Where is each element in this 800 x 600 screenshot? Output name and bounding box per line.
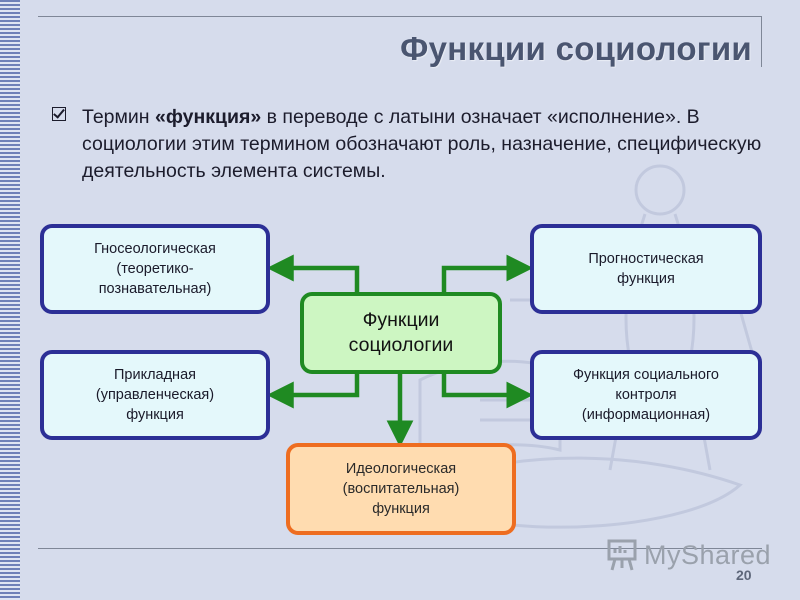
node-top-left: Гносеологическая (теоретико- познаватель…: [40, 224, 270, 314]
node-top-right: Прогностическая функция: [530, 224, 762, 314]
checkbox-bullet-icon: [52, 107, 66, 121]
presentation-board-icon: [607, 539, 637, 571]
node-bottom: Идеологическая (воспитательная) функция: [286, 443, 516, 535]
page-number: 20: [736, 567, 752, 583]
node-mid-left: Прикладная (управленческая) функция: [40, 350, 270, 440]
logo-text: MyShared: [644, 539, 772, 570]
arrow-to-mid-left: [266, 372, 360, 409]
bottom-rule: [38, 548, 762, 549]
top-rule: [38, 16, 762, 17]
intro-term: «функция»: [155, 106, 262, 128]
arrow-to-mid-right: [441, 372, 534, 409]
title-vertical-rule: [761, 17, 762, 67]
intro-paragraph: Термин «функция» в переводе с латыни озн…: [52, 104, 772, 185]
intro-text: Термин «функция» в переводе с латыни озн…: [52, 104, 772, 185]
arrow-to-top-left: [266, 254, 360, 294]
node-mid-right: Функция социального контроля (информацио…: [530, 350, 762, 440]
arrow-to-top-right: [441, 254, 534, 294]
slide-title: Функции социологии: [400, 30, 752, 67]
intro-prefix: Термин: [82, 106, 155, 128]
intro-suffix: в переводе с латыни означает «исполнение…: [82, 106, 762, 182]
node-center: Функции социологии: [300, 292, 502, 374]
myshared-logo: MyShared: [606, 538, 771, 572]
left-decorative-strip: [0, 0, 20, 600]
